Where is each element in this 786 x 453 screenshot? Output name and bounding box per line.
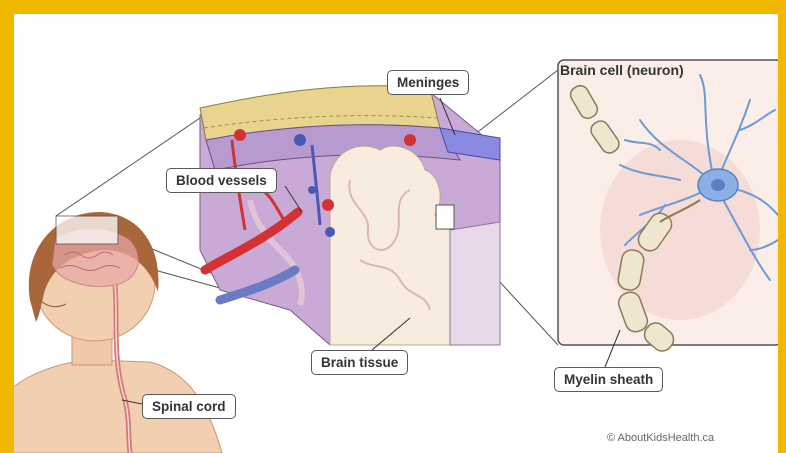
copyright-credit: © AboutKidsHealth.ca — [607, 432, 714, 444]
brain-cross-section — [200, 86, 500, 345]
brain-tissue-label: Brain tissue — [311, 350, 408, 375]
neuron-inset — [558, 60, 782, 355]
brain-cell-label: Brain cell (neuron) — [560, 62, 684, 79]
myelin-sheath-label: Myelin sheath — [554, 367, 663, 392]
spinal-cord-label: Spinal cord — [142, 394, 236, 419]
blood-vessels-label: Blood vessels — [166, 168, 277, 193]
meninges-label: Meninges — [387, 70, 469, 95]
